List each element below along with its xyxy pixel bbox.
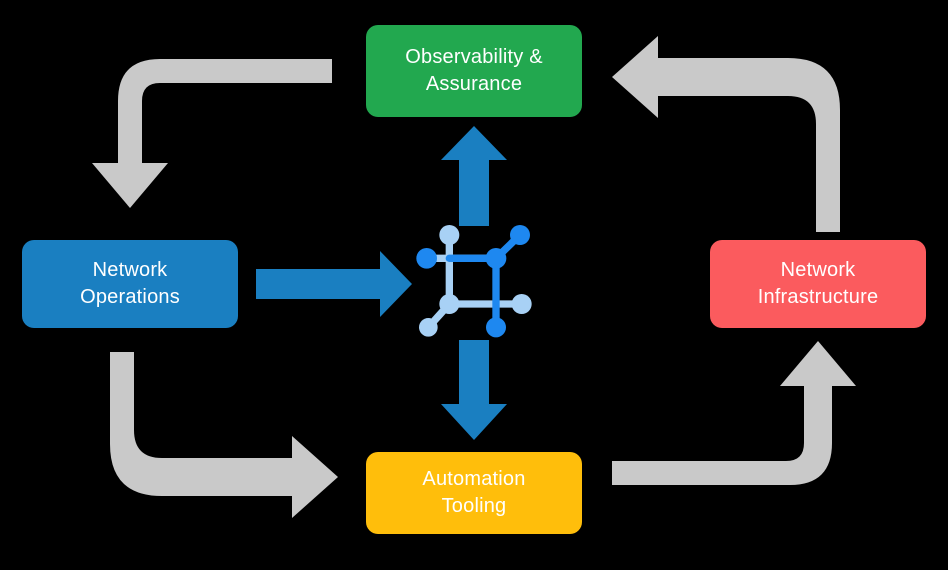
connector-ops-to-observability-arrow [92, 59, 332, 208]
connector-infrastructure-to-observability-arrow [612, 36, 840, 232]
node-box-network-operations[interactable]: Network Operations [22, 240, 238, 328]
topology-node-hub-center [485, 248, 507, 269]
node-box-automation-tooling[interactable]: Automation Tooling [366, 452, 582, 534]
topology-node-right-mid [511, 294, 532, 314]
connector-hub-to-automation-arrow [441, 340, 507, 440]
connector-ops-to-hub-arrow [256, 251, 412, 317]
topology-node-top-right [510, 225, 530, 245]
topology-node-hub-left [439, 294, 460, 314]
topology-edges-primary [445, 231, 524, 331]
connector-ops-to-automation-arrow [110, 352, 338, 518]
node-box-network-infrastructure[interactable]: Network Infrastructure [710, 240, 926, 328]
topology-nodes-secondary [419, 225, 532, 337]
topology-nodes-primary [416, 225, 530, 338]
topology-node-top-left [439, 225, 460, 245]
topology-node-bottom-left [419, 318, 438, 337]
network-topology-icon[interactable] [410, 210, 550, 350]
connector-automation-to-infrastructure-arrow [612, 341, 856, 485]
topology-node-left [416, 248, 437, 269]
topology-node-bottom-mid [486, 317, 506, 338]
node-box-observability-assurance[interactable]: Observability & Assurance [366, 25, 582, 117]
